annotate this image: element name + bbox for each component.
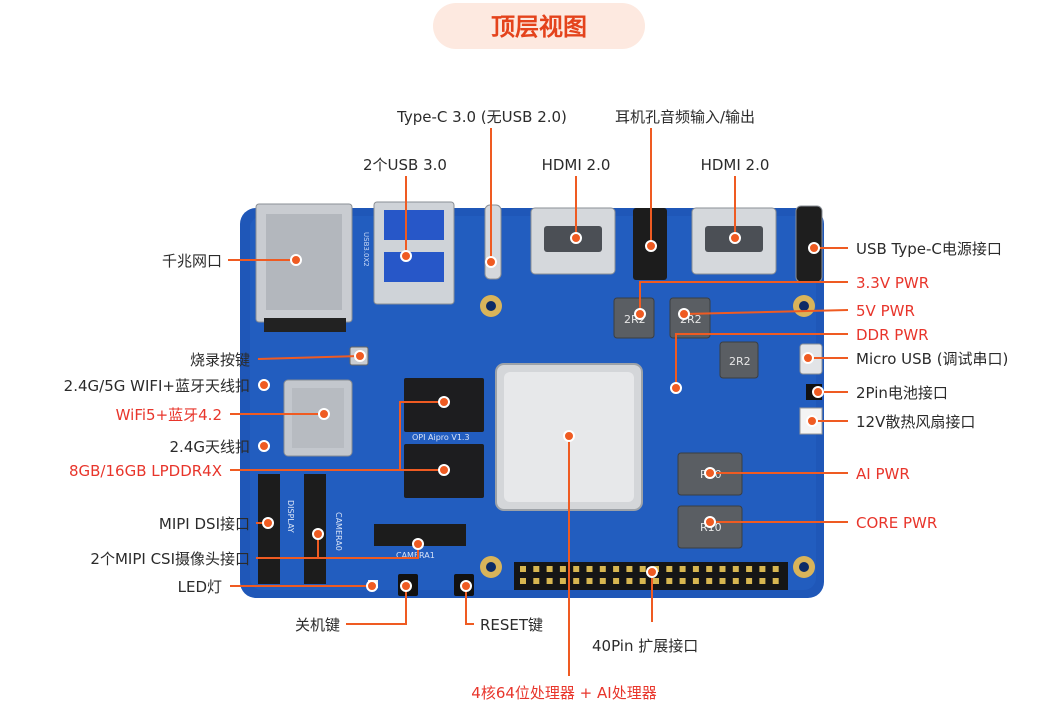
label-led: LED灯 [178,578,222,596]
label-pwr33: 3.3V PWR [856,274,929,292]
inductor-mark-3: 2R2 [729,355,751,368]
gpio-pin [746,566,753,572]
label-ai-pwr: AI PWR [856,465,910,483]
label-pwr5: 5V PWR [856,302,915,320]
gpio-pin [666,566,673,572]
gpio-pin [772,566,779,572]
gpio-pin [692,566,699,572]
page-title: 顶层视图 [491,13,587,41]
camera0-silkscreen: CAMERA0 [334,512,343,551]
gpio-pin [732,566,739,572]
callout-lines [228,128,849,676]
label-hdmi-a: HDMI 2.0 [542,156,611,174]
ram-silkscreen: OPI Aipro V1.3 [412,433,470,442]
gpio-pin [573,578,580,584]
label-wifi-module: WiFi5+蓝牙4.2 [116,406,222,424]
gpio-pin [639,578,646,584]
gpio-pin [599,578,606,584]
gpio-pin [559,578,566,584]
gpio-pin [679,578,686,584]
gpio-pin [679,566,686,572]
gpio-pin [639,566,646,572]
ethernet-port [255,203,353,332]
gpio-pin [666,578,673,584]
board: USB3.0X2 2R2 2R2 2R2 [240,201,824,598]
label-burn-key: 烧录按键 [190,351,250,369]
label-fan: 12V散热风扇接口 [856,413,975,431]
label-reset-key: RESET键 [480,616,543,634]
label-hdmi-b: HDMI 2.0 [701,156,770,174]
gpio-pin [706,566,713,572]
label-usb30: 2个USB 3.0 [363,156,447,174]
gpio-pin [759,566,766,572]
label-core-pwr: CORE PWR [856,514,937,532]
label-ddr-pwr: DDR PWR [856,326,929,344]
gpio-pin [586,578,593,584]
gpio-pin [586,566,593,572]
label-ethernet: 千兆网口 [162,252,222,270]
camera1-silkscreen: CAMERA1 [396,551,435,560]
label-usb-power: USB Type-C电源接口 [856,240,1002,258]
gpio-pin [546,578,553,584]
label-power-key: 关机键 [295,616,340,634]
gpio-pin [653,578,659,584]
gpio-pin [772,578,779,584]
gpio-pin [746,578,753,584]
gpio-pin [719,578,726,584]
gpio-pin [533,578,540,584]
usb3-ports: USB3.0X2 [362,201,455,305]
gpio-pin [520,566,526,572]
label-ant-wifi: 2.4G/5G WIFI+蓝牙天线扣 [64,377,250,395]
label-processor: 4核64位处理器 + AI处理器 [471,684,656,702]
label-mipi-csi: 2个MIPI CSI摄像头接口 [90,550,250,568]
label-typec30: Type-C 3.0 (无USB 2.0) [396,108,567,126]
gpio-pin [759,578,766,584]
wifi-module [283,379,353,457]
gpio-pin [533,566,540,572]
label-gpio40: 40Pin 扩展接口 [592,637,698,655]
labels: Type-C 3.0 (无USB 2.0) 耳机孔音频输入/输出 2个USB 3… [64,108,1009,702]
display-silkscreen: DISPLAY [286,500,295,533]
label-ant-24g: 2.4G天线扣 [170,438,250,456]
mipi-dsi-connector [258,474,280,584]
label-lpddr: 8GB/16GB LPDDR4X [69,462,222,480]
gpio-pin [546,566,553,572]
label-audio: 耳机孔音频输入/输出 [615,108,755,126]
label-battery: 2Pin电池接口 [856,384,948,402]
usb-silkscreen: USB3.0X2 [362,232,370,267]
gpio-pin [613,566,620,572]
typec-port [484,204,502,280]
gpio-pin [732,578,739,584]
gpio-pin [706,578,713,584]
label-mipi-dsi: MIPI DSI接口 [159,515,250,533]
mipi-csi-connector-2 [374,524,466,546]
gpio-pin [573,566,580,572]
callout-dots [258,232,824,592]
gpio-pin [599,566,606,572]
gpio-pin [559,566,566,572]
label-micro-usb: Micro USB (调试串口) [856,350,1008,368]
gpio-pin [719,566,726,572]
gpio-pin [520,578,526,584]
gpio-pin [613,578,620,584]
gpio-pin [692,578,699,584]
title-pill [433,3,645,49]
gpio-pin [626,566,633,572]
gpio-pin [626,578,633,584]
